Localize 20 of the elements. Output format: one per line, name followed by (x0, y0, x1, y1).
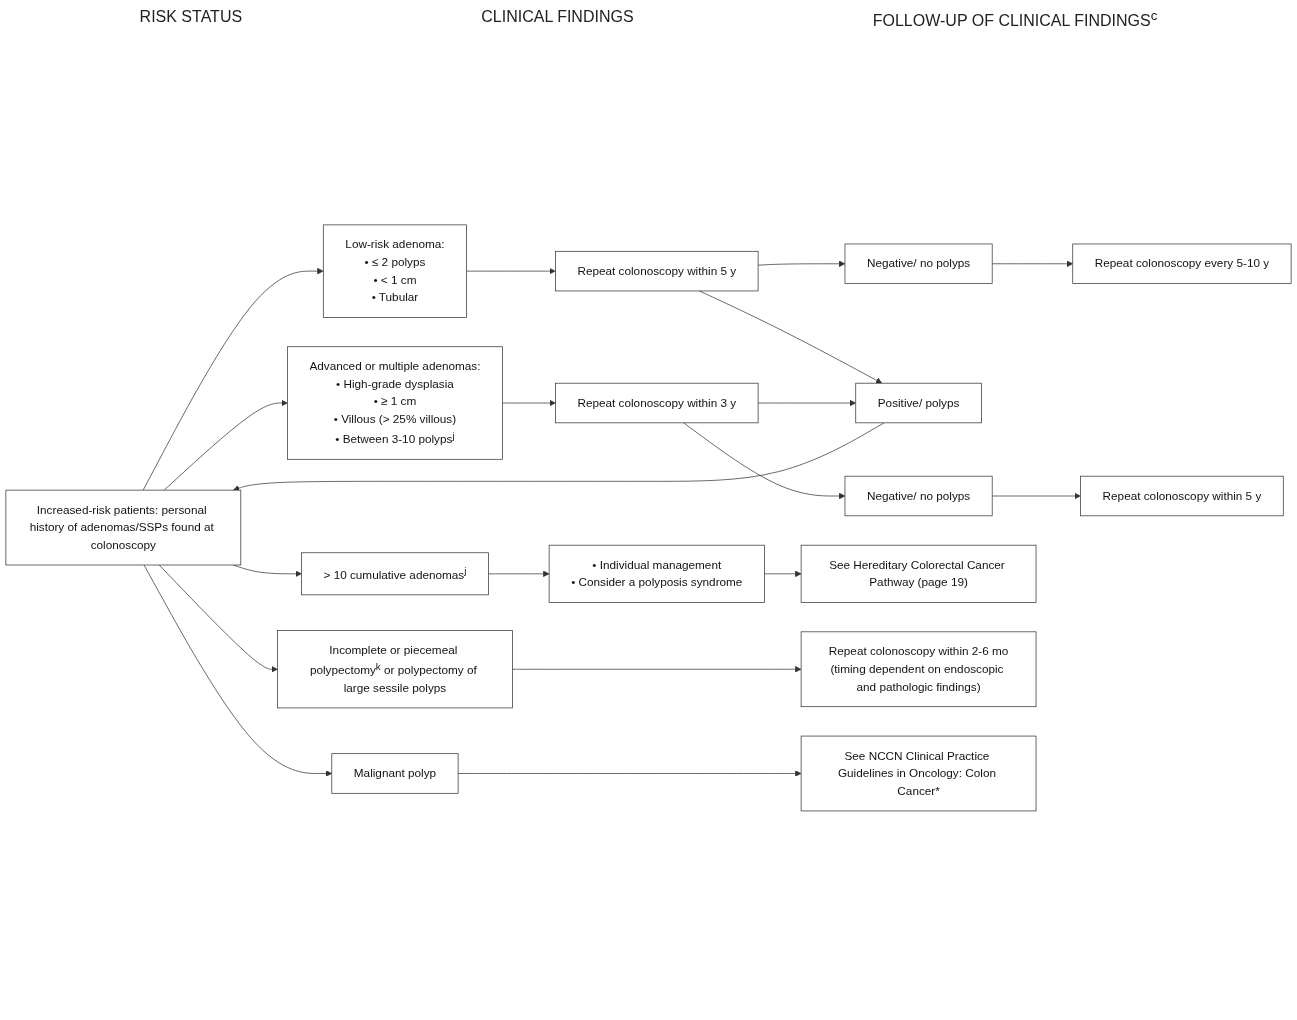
node-box: Low-risk adenoma: • ≤ 2 polyps • < 1 cm • Tubular (322, 224, 467, 319)
node-box: Repeat colonoscopy within 5 y (1080, 476, 1284, 517)
node-box: Repeat colonoscopy within 5 y (555, 251, 759, 292)
node-box: See Hereditary Colorectal Cancer Pathway (page 19) (800, 545, 1037, 604)
column-heading: RISK STATUS (139, 8, 243, 27)
node-box: Negative/ no polyps (844, 244, 993, 285)
node-box: Negative/ no polyps (844, 476, 993, 517)
column-heading: FOLLOW-UP OF CLINICAL FINDINGS$^{c}$ (872, 8, 1158, 31)
column-heading: CLINICAL FINDINGS (481, 8, 634, 27)
node-box: Malignant polyp (331, 753, 459, 795)
node-box: • Individual management • Consider a polyposis syndrome (548, 545, 765, 604)
node-box: Repeat colonoscopy within 3 y (555, 383, 759, 424)
node-box: Incomplete or piecemeal polypectomy$^{k}$ or polypectomy of large sessile polyps (277, 630, 513, 709)
node-box: Advanced or multiple adenomas: • High-grade dysplasia • ≥ 1 cm • Villous (> 25% villous) • Between 3-10 polyps$^{j}$ (287, 346, 503, 461)
node-box: > 10 cumulative adenomas$^{j}$ (301, 552, 489, 596)
node-box: Repeat colonoscopy within 2-6 mo (timing dependent on endoscopic and pathologic findings) (800, 631, 1037, 708)
node-box: Repeat colonoscopy every 5-10 y (1072, 244, 1292, 285)
node-box: Increased-risk patients: personal history of adenomas/SSPs found at colonoscopy (5, 490, 242, 566)
node-box: See NCCN Clinical Practice Guidelines in Oncology: Colon Cancer* (800, 736, 1037, 812)
node-box: Positive/ polyps (855, 383, 982, 424)
